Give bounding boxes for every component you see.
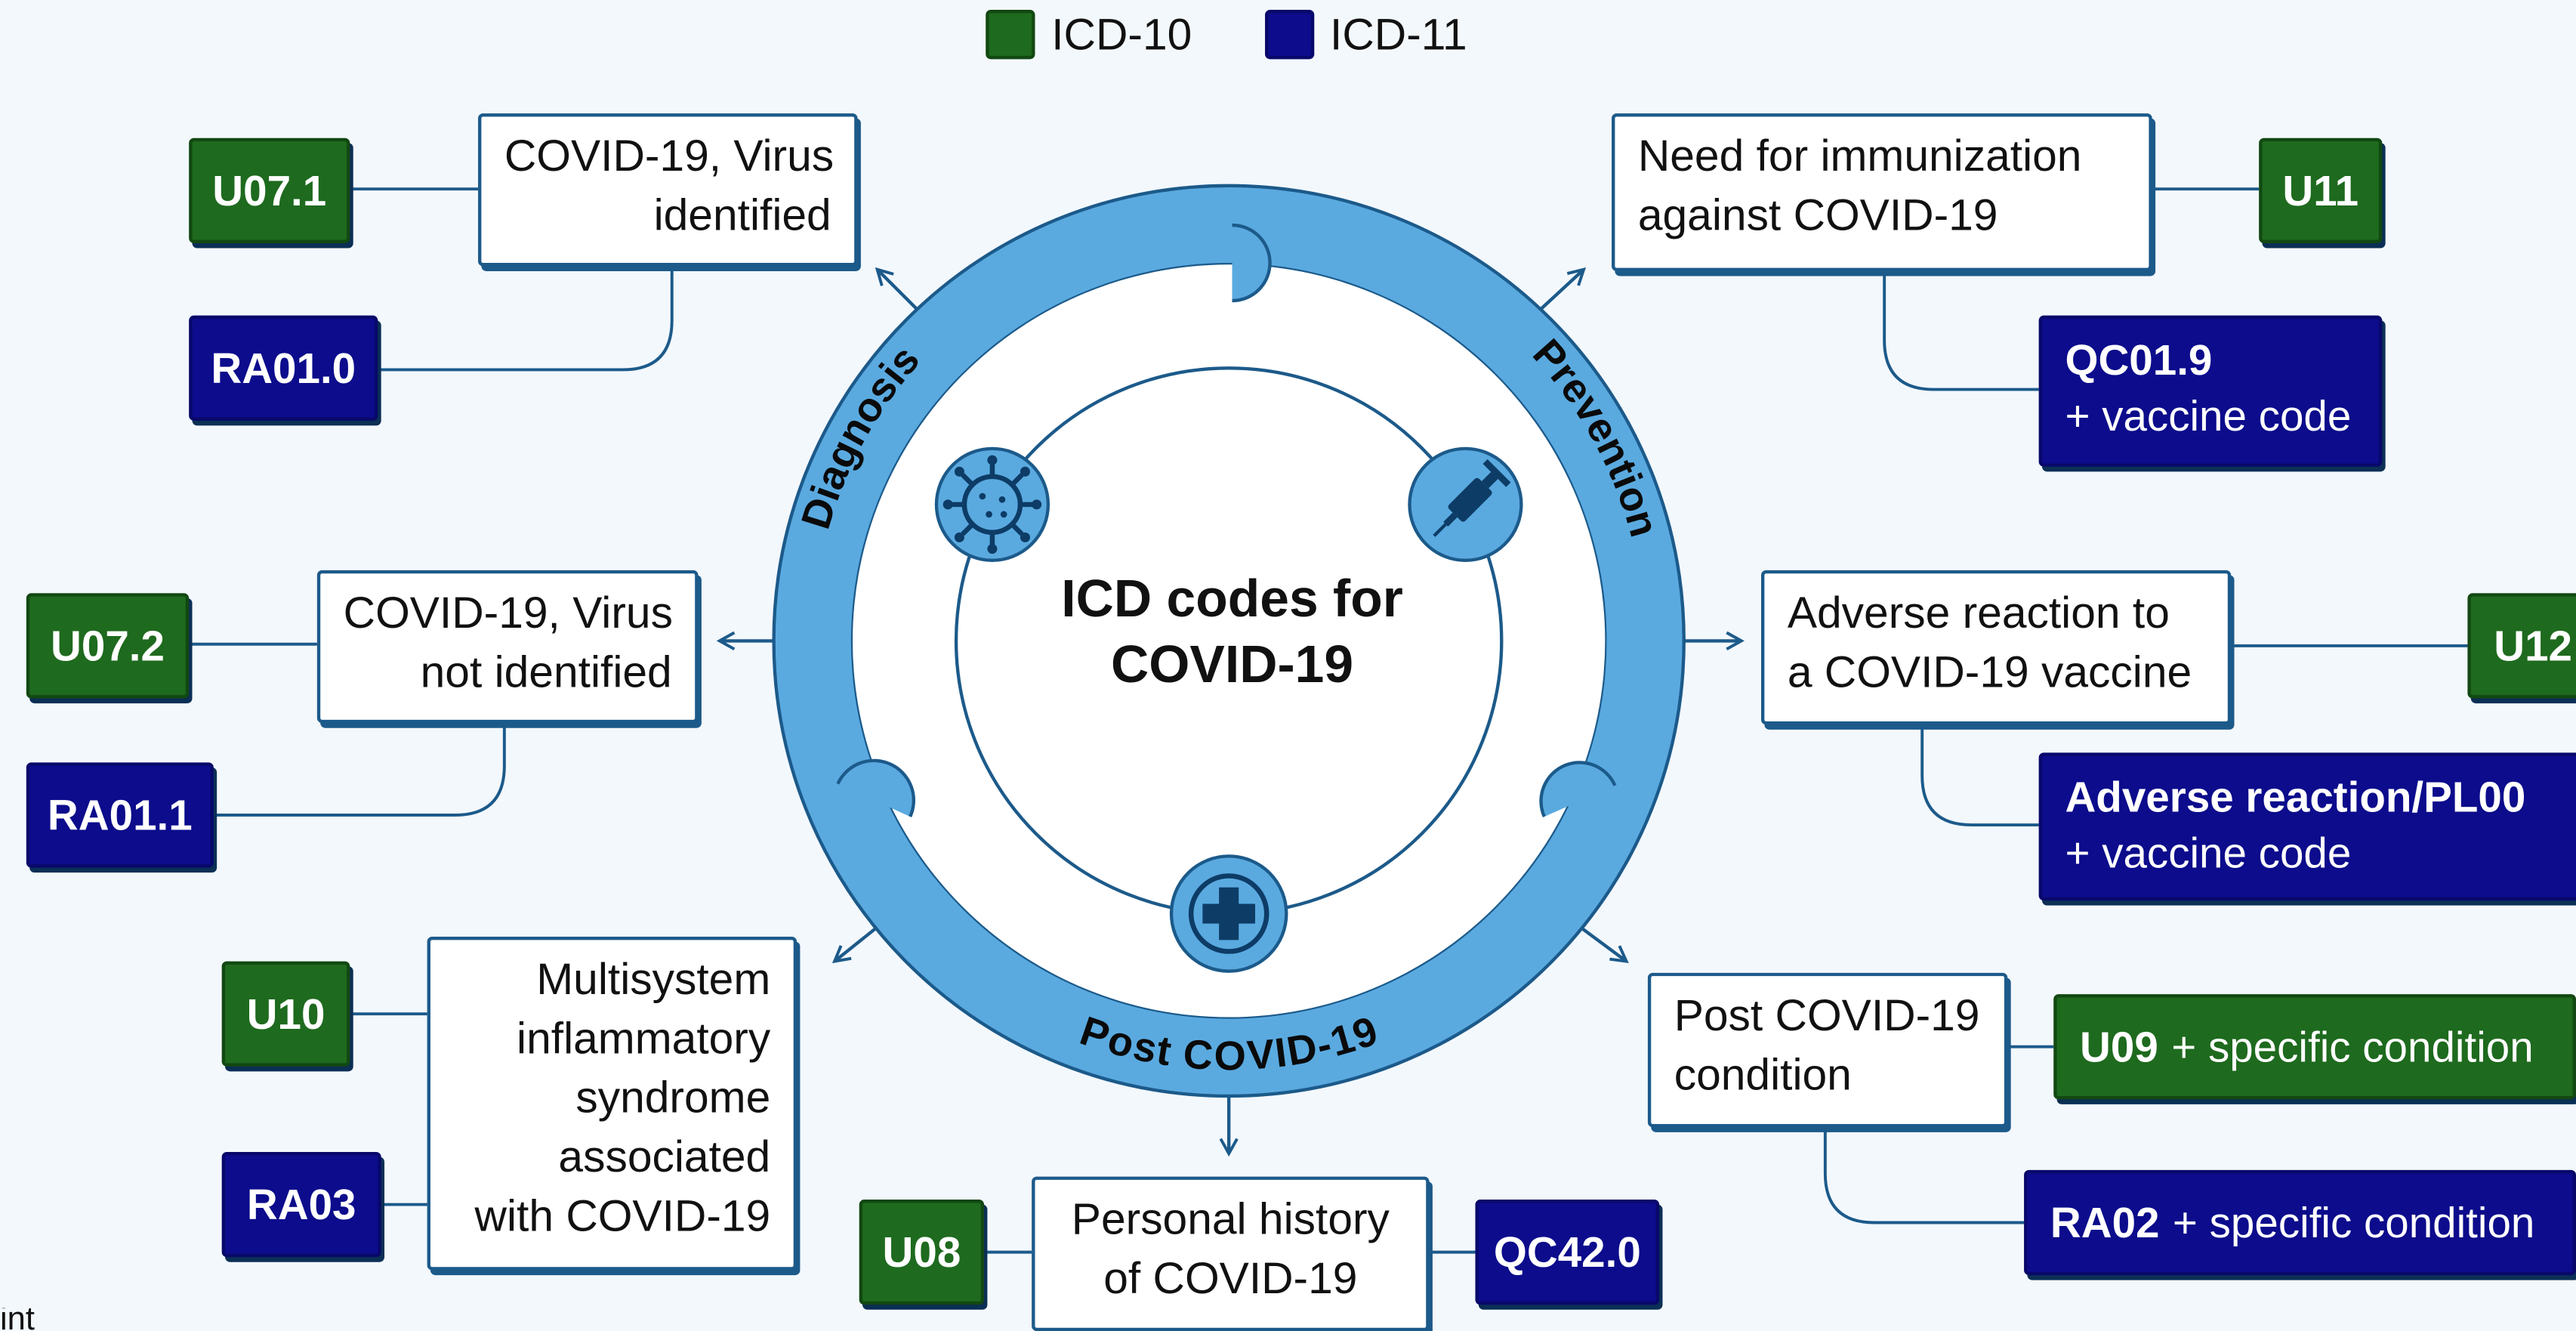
- virus-icon: [934, 446, 1050, 562]
- code-value: Adverse reaction/PL00: [2065, 772, 2526, 822]
- legend-swatch-icd11: [1264, 10, 1314, 60]
- code-suffix: + vaccine code: [2065, 828, 2352, 878]
- box-personal-history: Personal history of COVID-19: [1032, 1176, 1430, 1331]
- code-suffix: + specific condition: [2172, 1197, 2535, 1248]
- legend-swatch-icd10: [986, 10, 1035, 60]
- code-icd10-u09: U09 + specific condition: [2053, 994, 2576, 1100]
- box-line: a COVID-19 vaccine: [1787, 647, 2192, 697]
- box-line: not identified: [420, 647, 672, 697]
- box-line: syndrome: [575, 1073, 771, 1123]
- box-line: COVID-19, Virus: [504, 131, 835, 181]
- box-line: Adverse reaction to: [1787, 588, 2170, 638]
- box-post-covid-condition: Post COVID-19 condition: [1647, 972, 2008, 1128]
- box-covid-virus-not-identified: COVID-19, Virus not identified: [316, 570, 699, 724]
- code-icd11-qc01-9: QC01.9 + vaccine code: [2038, 315, 2383, 467]
- code-value: U09: [2080, 1022, 2158, 1072]
- footer-text: int: [0, 1308, 35, 1331]
- code-icd11-qc42-0: QC42.0: [1475, 1200, 1660, 1305]
- ring: [772, 184, 1686, 1098]
- code-icd11-ra02: RA02 + specific condition: [2024, 1169, 2576, 1276]
- box-line: inflammatory: [517, 1014, 771, 1064]
- code-icd11-ra01-1: RA01.1: [26, 762, 214, 868]
- code-icd10-u10: U10: [221, 961, 350, 1067]
- legend-label-icd10: ICD-10: [1051, 8, 1192, 59]
- code-icd10-u07-1: U07.1: [189, 137, 350, 243]
- code-value: QC01.9: [2065, 335, 2213, 385]
- box-line: against COVID-19: [1637, 190, 1998, 240]
- code-icd11-ra03: RA03: [221, 1151, 381, 1258]
- center-title: ICD codes for COVID-19: [986, 565, 1479, 696]
- code-icd10-u08: U08: [859, 1200, 985, 1305]
- box-line: Multisystem: [536, 954, 771, 1005]
- legend-label-icd11: ICD-11: [1330, 8, 1467, 59]
- code-icd10-u07-2: U07.2: [26, 593, 190, 699]
- legend-item-icd10: ICD-10: [986, 9, 1192, 60]
- box-line: associated: [558, 1132, 771, 1182]
- box-line: Post COVID-19: [1674, 990, 1980, 1041]
- box-multisystem-inflammatory-syndrome: Multisystem inflammatory syndrome associ…: [427, 936, 797, 1271]
- code-suffix: + vaccine code: [2065, 391, 2352, 441]
- code-icd11-ra01-0: RA01.0: [189, 315, 378, 421]
- connector-lines: [189, 187, 2468, 1254]
- box-covid-virus-identified: COVID-19, Virus identified: [478, 113, 858, 267]
- code-value: RA02: [2050, 1197, 2160, 1248]
- center-title-line1: ICD codes for: [1061, 568, 1403, 628]
- code-suffix: + specific condition: [2171, 1022, 2534, 1072]
- box-line: COVID-19, Virus: [343, 588, 673, 638]
- box-line: with COVID-19: [474, 1191, 771, 1241]
- box-line: Personal history: [1071, 1194, 1390, 1244]
- box-adverse-reaction-vaccine: Adverse reaction to a COVID-19 vaccine: [1761, 570, 2232, 725]
- center-title-line2: COVID-19: [1110, 634, 1354, 694]
- box-line: identified: [653, 190, 831, 240]
- outward-arrows: [716, 267, 1745, 1157]
- box-need-for-immunization: Need for immunization against COVID-19: [1612, 113, 2152, 271]
- code-icd11-adverse-reaction-pl00: Adverse reaction/PL00 + vaccine code: [2038, 752, 2576, 901]
- legend-item-icd11: ICD-11: [1264, 9, 1467, 60]
- box-line: of COVID-19: [1103, 1253, 1358, 1304]
- code-icd10-u11: U11: [2259, 137, 2383, 243]
- legend: ICD-10 ICD-11: [986, 7, 1467, 63]
- syringe-icon: [1408, 446, 1523, 562]
- box-line: condition: [1674, 1050, 1852, 1100]
- code-icd10-u12: U12: [2467, 593, 2576, 699]
- medical-cross-icon: [1169, 854, 1288, 973]
- box-line: Need for immunization: [1637, 131, 2082, 181]
